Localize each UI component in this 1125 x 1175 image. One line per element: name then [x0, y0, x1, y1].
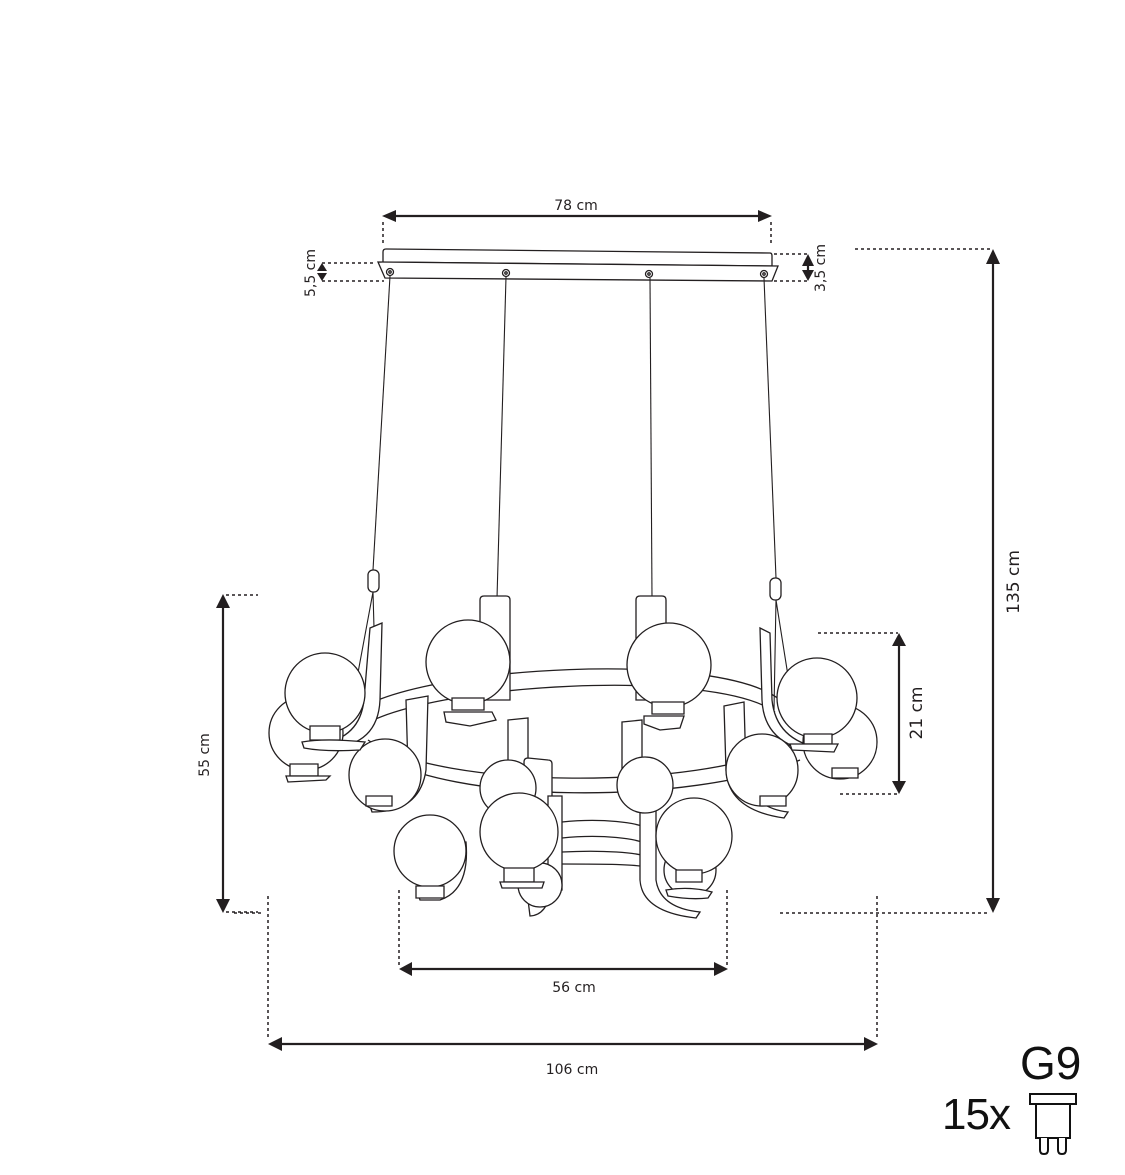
bulb-spec: 15x G9 [940, 1037, 1110, 1170]
dimension-outer-diameter: 106 cm [234, 896, 878, 1078]
bulb-count: 15x [942, 1090, 1011, 1139]
dimension-canopy-height-total: 5,5 cm [303, 249, 384, 297]
label-globe-arm-height: 21 cm [907, 687, 927, 740]
bulb-type: G9 [1020, 1037, 1082, 1089]
dimension-inner-diameter: 56 cm [398, 890, 728, 996]
suspension-wires [351, 275, 796, 721]
dimension-globe-arm-height: 21 cm [818, 632, 927, 795]
dimension-total-height: 135 cm [780, 248, 1024, 914]
label-canopy-height-total: 5,5 cm [303, 249, 319, 297]
ceiling-canopy [377, 248, 779, 282]
label-total-height: 135 cm [1004, 550, 1024, 614]
dimension-canopy-width: 78 cm [382, 198, 772, 246]
g9-bulb-icon [1029, 1093, 1077, 1156]
globe-sockets [285, 697, 859, 900]
label-body-height: 55 cm [197, 733, 213, 777]
canopy-screw-icons [385, 267, 769, 279]
label-canopy-plate-height: 3,5 cm [813, 244, 829, 292]
label-canopy-width: 78 cm [554, 198, 598, 214]
dimension-canopy-plate-height: 3,5 cm [774, 244, 829, 292]
glass-globes [268, 619, 878, 908]
dimension-body-height: 55 cm [197, 594, 258, 913]
label-outer-diameter: 106 cm [546, 1062, 599, 1078]
label-inner-diameter: 56 cm [552, 980, 596, 996]
